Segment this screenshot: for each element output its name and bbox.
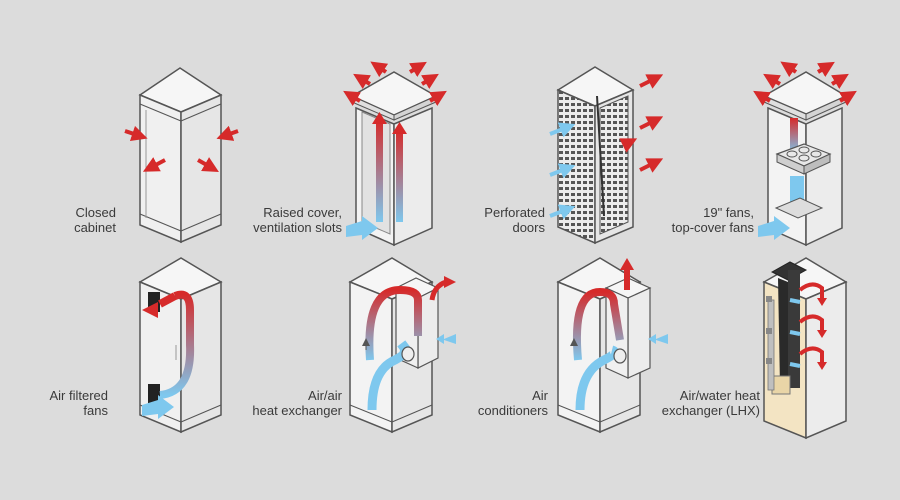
hot-air-arrow-icon <box>798 282 824 364</box>
hot-air-arrow-icon <box>817 298 827 370</box>
air-filtered-fans-cabinet <box>138 257 223 434</box>
cool-air-arrow-icon <box>142 395 174 419</box>
raised-cover-cabinet <box>350 71 438 247</box>
label-fans: 19" fans,top-cover fans <box>671 205 754 235</box>
cool-air-arrow-icon <box>436 334 456 344</box>
hot-air-arrow-icon <box>753 61 857 106</box>
air-water-heat-exchanger-cabinet <box>762 257 848 440</box>
hot-air-arrow-icon <box>620 258 634 290</box>
closed-cabinet-cabinet <box>138 67 223 244</box>
cool-air-arrow-icon <box>648 334 668 344</box>
cool-air-arrow-icon <box>346 216 378 240</box>
cool-air-arrow-icon <box>789 298 801 368</box>
fan-icon <box>148 384 160 404</box>
label-raised-cover: Raised cover,ventilation slots <box>253 205 342 235</box>
cool-air-arrow-icon <box>758 216 790 240</box>
perforated-doors-cabinet <box>556 66 635 245</box>
air-air-heat-exchanger-cabinet <box>348 257 440 434</box>
hot-air-arrow-icon <box>619 74 664 173</box>
cool-air-arrow-icon <box>549 122 576 220</box>
fans-cabinet <box>762 71 848 247</box>
hot-air-arrow-icon <box>124 125 239 172</box>
hot-air-arrow-icon <box>343 61 447 106</box>
hot-air-arrow-icon <box>429 276 456 301</box>
air-conditioners-cabinet <box>556 257 652 434</box>
